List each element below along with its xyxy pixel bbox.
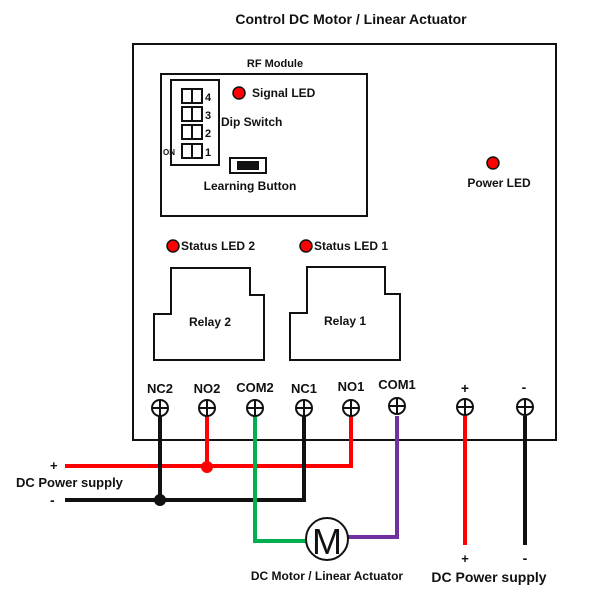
dip-position-3: 3	[205, 110, 211, 122]
dip-switch[interactable]: 4 3 2 1 ON	[163, 79, 220, 166]
status-led-2-label: Status LED 2	[181, 239, 255, 253]
terminal-screw-com2[interactable]	[246, 399, 264, 417]
bottom-supply-plus: +	[461, 551, 469, 566]
controller-board	[132, 43, 557, 441]
terminal-label-nc1: NC1	[291, 381, 317, 396]
terminal-screw-nc1[interactable]	[295, 399, 313, 417]
terminal-label-com2: COM2	[236, 380, 274, 395]
terminal-label-no2: NO2	[194, 381, 221, 396]
terminal-label-no1: NO1	[338, 379, 365, 394]
terminal-screw-com1[interactable]	[388, 397, 406, 415]
rf-module	[160, 73, 368, 217]
terminal-screw-nc2[interactable]	[151, 399, 169, 417]
dip-position-4: 4	[205, 92, 212, 104]
learning-button-label: Learning Button	[204, 179, 297, 193]
wire-negative-bus	[65, 416, 306, 502]
dip-switch-label: Dip Switch	[221, 115, 282, 129]
motor: M	[305, 517, 349, 562]
status-led-1-label: Status LED 1	[314, 239, 388, 253]
relay-2-label: Relay 2	[189, 315, 231, 329]
dip-switch-3[interactable]	[181, 106, 203, 122]
relay-1-label: Relay 1	[324, 314, 366, 328]
dip-position-1: 1	[205, 147, 211, 159]
terminal-screw-plus[interactable]	[456, 398, 474, 416]
power-led-label: Power LED	[467, 176, 531, 190]
bottom-supply-label: DC Power supply	[431, 569, 546, 585]
motor-icon	[305, 517, 349, 561]
wire-com1	[348, 416, 399, 539]
signal-led-label: Signal LED	[252, 86, 316, 100]
motor-label: DC Motor / Linear Actuator	[251, 569, 404, 583]
terminal-screw-no2[interactable]	[198, 399, 216, 417]
negative-junction	[154, 494, 166, 506]
signal-led-icon	[232, 86, 246, 100]
diagram-title: Control DC Motor / Linear Actuator	[235, 11, 467, 27]
status-led-1-icon	[299, 239, 313, 253]
terminal-label-com1: COM1	[378, 377, 416, 392]
left-supply-minus: -	[50, 492, 55, 508]
dip-switch-housing	[170, 79, 220, 166]
dip-switch-1[interactable]	[181, 143, 203, 159]
dip-switch-4[interactable]	[181, 88, 203, 104]
dip-position-2: 2	[205, 128, 211, 140]
rf-module-label: RF Module	[247, 58, 303, 70]
status-led-2-icon	[166, 239, 180, 253]
terminal-screw-minus[interactable]	[516, 398, 534, 416]
relay-1	[289, 266, 401, 361]
bottom-supply-minus: -	[523, 550, 528, 566]
positive-junction	[201, 461, 213, 473]
power-led-icon	[486, 156, 500, 170]
wire-com2	[253, 416, 307, 543]
relay-2	[153, 267, 265, 361]
motor-symbol: M	[312, 521, 342, 562]
terminal-screw-no1[interactable]	[342, 399, 360, 417]
left-supply-plus: +	[50, 458, 58, 473]
terminal-label-plus: +	[461, 380, 469, 396]
dip-switch-2[interactable]	[181, 124, 203, 140]
terminal-label-nc2: NC2	[147, 381, 173, 396]
terminal-label-minus: -	[522, 379, 527, 395]
learning-button[interactable]	[229, 157, 267, 174]
dip-on-label: ON	[163, 148, 175, 157]
left-supply-label: DC Power supply	[16, 475, 124, 490]
